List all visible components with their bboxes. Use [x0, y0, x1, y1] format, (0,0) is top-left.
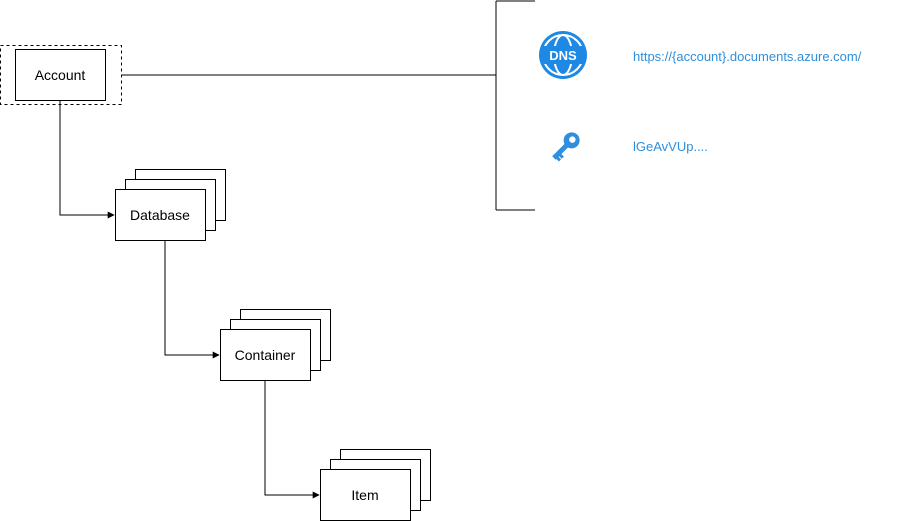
- endpoint-url[interactable]: https://{account}.documents.azure.com/: [633, 49, 862, 64]
- container-to-item-connector: [264, 380, 320, 499]
- dns-icon-text: DNS: [549, 48, 577, 63]
- account-bracket: [121, 0, 535, 211]
- container-label: Container: [235, 347, 296, 363]
- account-label: Account: [35, 67, 86, 83]
- item-node[interactable]: Item: [320, 449, 431, 521]
- container-node[interactable]: Container: [220, 309, 331, 381]
- container-box: [220, 329, 311, 381]
- database-label: Database: [130, 207, 190, 223]
- item-label: Item: [351, 487, 378, 503]
- connectors: [59, 100, 320, 499]
- database-to-container-connector: [164, 240, 220, 359]
- account-node[interactable]: Account: [0, 45, 122, 105]
- key-icon: [552, 132, 580, 162]
- item-box: [320, 469, 411, 521]
- key-value[interactable]: lGeAvVUp....: [633, 139, 708, 154]
- database-box: [115, 189, 206, 241]
- account-to-database-connector: [59, 100, 115, 219]
- database-node[interactable]: Database: [115, 169, 226, 241]
- dns-globe-icon: DNS: [539, 31, 587, 79]
